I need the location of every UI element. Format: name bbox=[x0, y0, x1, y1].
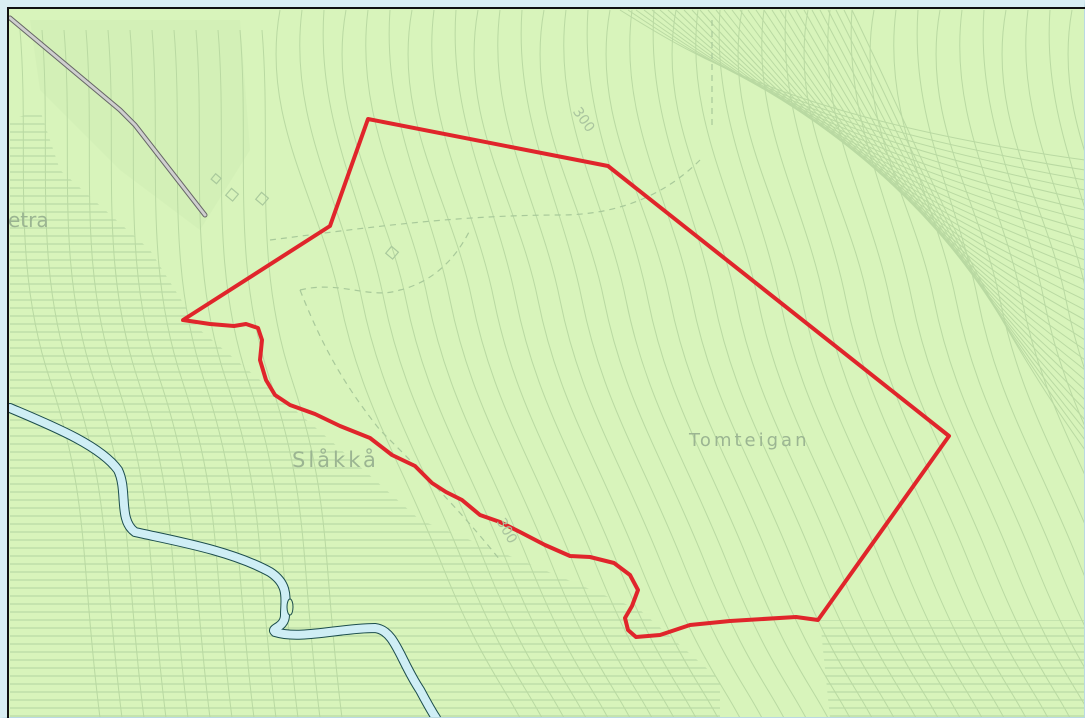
contour-line bbox=[959, 9, 1085, 477]
contour-line bbox=[819, 9, 1085, 411]
map-frame-border bbox=[7, 7, 1085, 718]
contour-line bbox=[1048, 9, 1085, 211]
contour-line bbox=[811, 9, 1085, 401]
contour-line bbox=[173, 29, 255, 718]
contour-line bbox=[473, 9, 719, 718]
contour-line bbox=[1067, 9, 1085, 154]
place-label-slakka: Slåkkå bbox=[292, 448, 379, 472]
contour-line bbox=[827, 9, 1085, 421]
contour-line bbox=[1025, 9, 1085, 289]
contour-line bbox=[747, 9, 1085, 321]
contour-line bbox=[1001, 9, 1085, 372]
contour-line bbox=[763, 9, 1085, 341]
contour-line bbox=[19, 29, 101, 718]
contour-line bbox=[787, 9, 1085, 371]
building-markers bbox=[210, 172, 400, 260]
contour-line bbox=[454, 9, 697, 718]
contour-lines bbox=[19, 9, 1085, 718]
contour-line bbox=[407, 9, 653, 718]
contour-line bbox=[635, 9, 1085, 181]
contour-line bbox=[737, 9, 983, 718]
contour-line bbox=[916, 9, 1085, 579]
contour-line bbox=[827, 9, 1071, 718]
contour-line bbox=[539, 9, 785, 718]
contour-line bbox=[761, 9, 1005, 718]
contour-line bbox=[651, 9, 1085, 201]
contour-line bbox=[431, 9, 675, 718]
contour-line bbox=[107, 29, 189, 718]
contour-line bbox=[795, 9, 1085, 381]
contour-line bbox=[803, 9, 1049, 718]
contour-line bbox=[261, 29, 343, 718]
contour-line bbox=[586, 9, 829, 718]
contour-line bbox=[835, 9, 1085, 431]
contour-line bbox=[85, 29, 167, 718]
contour-line bbox=[129, 29, 211, 718]
contour-line bbox=[605, 9, 851, 718]
property-boundary[interactable] bbox=[181, 117, 951, 639]
contour-line bbox=[520, 9, 763, 718]
contour-line bbox=[671, 9, 917, 718]
place-label-etra: etra bbox=[8, 208, 49, 232]
contour-line bbox=[652, 9, 895, 718]
contour-line bbox=[41, 29, 123, 718]
contour-line bbox=[239, 29, 321, 718]
contour-line bbox=[869, 9, 1085, 670]
place-label-tomteigan: Tomteigan bbox=[689, 430, 810, 451]
contour-line bbox=[755, 9, 1085, 331]
trail-lines bbox=[269, 20, 713, 561]
contour-line bbox=[803, 9, 1085, 391]
clearing-area bbox=[30, 20, 250, 230]
contour-line bbox=[731, 9, 1085, 301]
contour-line bbox=[388, 9, 631, 718]
contour-line bbox=[629, 9, 873, 718]
contour-line bbox=[843, 9, 1085, 441]
contour-line bbox=[275, 9, 521, 718]
contour-line bbox=[851, 9, 1085, 451]
contour-line bbox=[322, 9, 565, 718]
contour-line bbox=[718, 9, 961, 718]
contour-line bbox=[195, 29, 277, 718]
road-line bbox=[7, 15, 208, 218]
contour-line bbox=[365, 9, 609, 718]
contour-line bbox=[643, 9, 1085, 191]
contour-line bbox=[779, 9, 1085, 361]
contour-line bbox=[695, 9, 939, 718]
contour-line bbox=[739, 9, 1085, 311]
river-line bbox=[5, 403, 441, 718]
marsh-areas bbox=[10, 110, 1085, 718]
contour-line bbox=[563, 9, 807, 718]
contour-line bbox=[151, 29, 233, 718]
contour-line bbox=[63, 29, 145, 718]
contour-line bbox=[935, 9, 1085, 526]
contour-line bbox=[771, 9, 1085, 351]
contour-line bbox=[982, 9, 1085, 428]
contour-line bbox=[299, 9, 543, 718]
contour-line bbox=[784, 9, 1027, 718]
